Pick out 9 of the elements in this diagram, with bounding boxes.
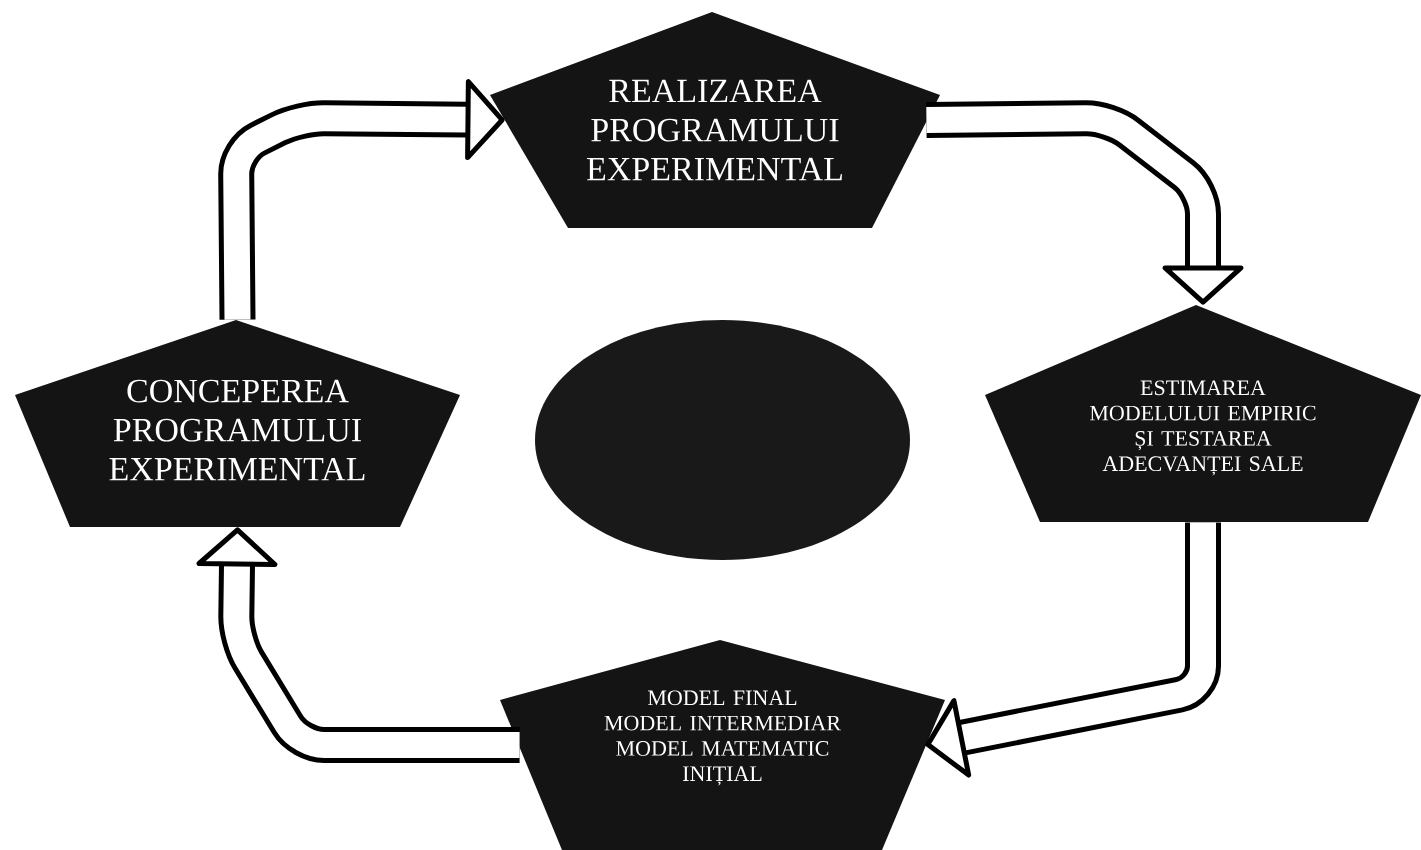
pentagon-box: CONCEPEREA PROGRAMULUI EXPERIMENTAL (15, 320, 460, 527)
block-arrow (926, 100, 1244, 305)
block-arrow (925, 522, 1221, 778)
block-arrow (218, 79, 505, 320)
block-arrow (196, 527, 520, 763)
ellipse-shape (535, 320, 910, 560)
pentagon-box: ESTIMAREA MODELULUI EMPIRIC ȘI TESTAREA ADECVANȚEI SALE (985, 305, 1421, 522)
pentagon-box: REALIZAREA PROGRAMULUI EXPERIMENTAL (490, 12, 940, 228)
pentagon-box: MODEL FINAL MODEL INTERMEDIAR MODEL MATEMATIC INIȚIAL (500, 640, 945, 850)
